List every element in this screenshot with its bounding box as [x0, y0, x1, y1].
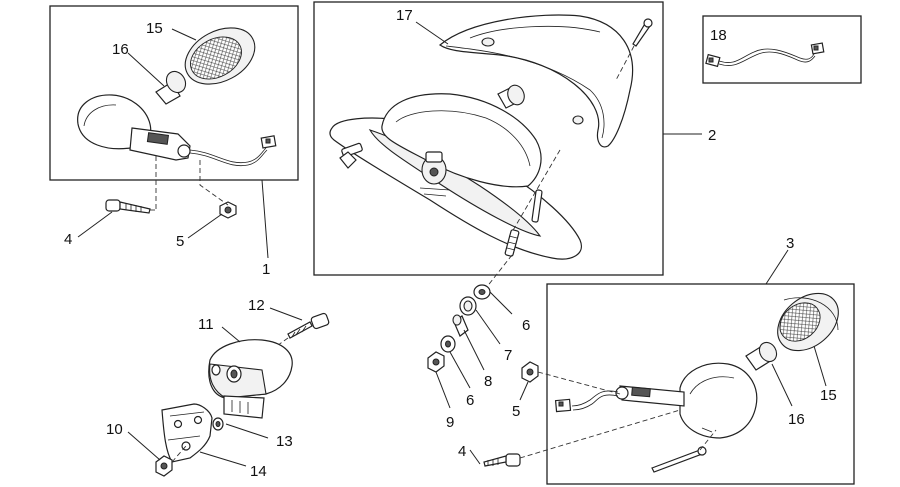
rubber-grommet [459, 296, 477, 316]
plate-light-assembly [155, 312, 330, 477]
callout-12: 12 [248, 297, 265, 314]
callout-6-upper: 6 [522, 317, 530, 334]
callout-8: 8 [484, 373, 492, 390]
rear-bolt [483, 453, 521, 467]
callout-6-lower: 6 [466, 392, 474, 409]
callout-11: 11 [198, 316, 214, 333]
tail-light-frame [313, 1, 664, 276]
rear-indicator-bulb [745, 341, 778, 371]
indicator-stem [129, 127, 191, 161]
mount-hardware [427, 284, 491, 373]
callout-3: 3 [786, 235, 794, 252]
callout-15-top: 15 [146, 20, 163, 37]
washer-upper [473, 284, 491, 300]
rear-nut [521, 361, 539, 383]
callout-16-right: 16 [788, 411, 805, 428]
callout-5-right: 5 [512, 403, 520, 420]
callout-4-left: 4 [64, 231, 72, 248]
callout-15-right: 15 [820, 387, 837, 404]
callout-18: 18 [710, 27, 727, 44]
callout-13: 13 [276, 433, 293, 450]
indicator-bolt [105, 199, 151, 214]
rear-indicator-screw [651, 446, 707, 473]
front-left-indicator-frame [49, 5, 299, 181]
callout-4-right: 4 [458, 443, 466, 460]
mount-nut [427, 351, 445, 373]
wiring-harness [705, 42, 825, 68]
washer-lower [440, 335, 456, 353]
callout-10: 10 [106, 421, 123, 438]
tail-light-bulb [497, 84, 525, 109]
callout-14: 14 [250, 463, 267, 480]
callout-5-left: 5 [176, 233, 184, 250]
callout-9: 9 [446, 414, 454, 431]
tail-light-studs [339, 142, 543, 257]
rear-indicator-lens [777, 292, 839, 352]
plate-light-nut [155, 455, 173, 477]
front-indicator-assembly [77, 27, 277, 219]
rear-indicator-body [679, 362, 758, 439]
leader-lines [77, 21, 827, 467]
tail-light-socket [419, 151, 451, 197]
wiring-harness-frame [702, 15, 862, 84]
callout-7: 7 [504, 347, 512, 364]
rear-indicator-assembly [554, 292, 839, 473]
callout-1: 1 [262, 261, 270, 278]
tail-light-assembly [329, 14, 653, 289]
plate-light-screw [287, 312, 330, 339]
callout-16-top: 16 [112, 41, 129, 58]
indicator-lens [184, 27, 256, 85]
callout-17: 17 [396, 7, 413, 24]
plate-light-washer [212, 417, 224, 431]
callout-2: 2 [708, 127, 716, 144]
tail-light-screw [632, 18, 653, 47]
indicator-bulb [155, 70, 187, 105]
indicator-nut [219, 201, 237, 219]
rear-indicator-frame [546, 283, 855, 485]
